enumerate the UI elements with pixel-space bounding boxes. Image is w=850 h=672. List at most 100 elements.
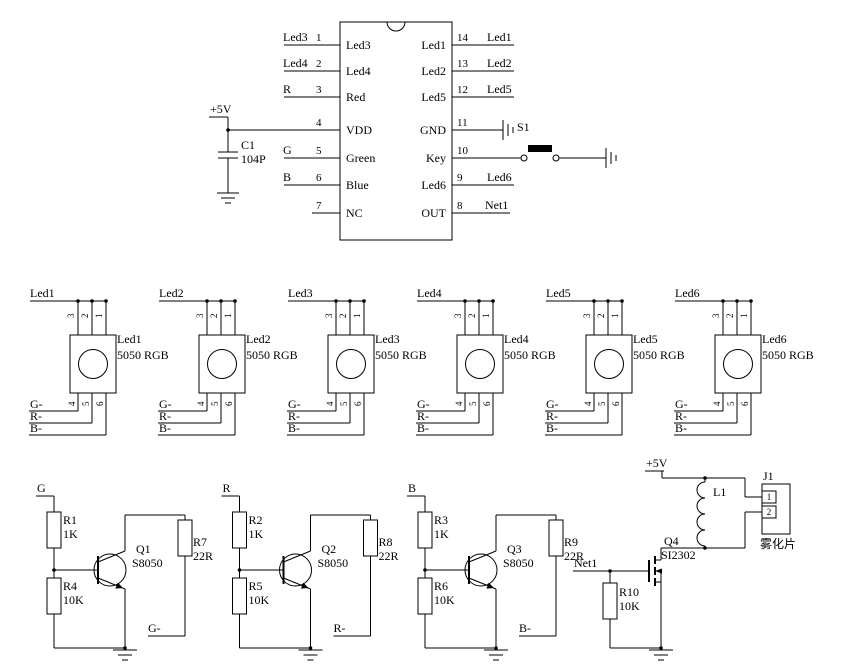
led-type: 5050 RGB bbox=[246, 348, 298, 362]
junction-dot bbox=[308, 646, 313, 650]
pin-number: 4 bbox=[712, 401, 722, 406]
junction-dot bbox=[749, 299, 753, 303]
net-label: R bbox=[283, 82, 291, 96]
resistor-ref: R4 bbox=[63, 579, 77, 593]
led-wires bbox=[287, 300, 365, 436]
pin-number: 2 bbox=[209, 314, 219, 319]
pin-number: 4 bbox=[583, 401, 593, 406]
ground-symbol bbox=[113, 649, 137, 661]
pin-number: 11 bbox=[457, 117, 468, 129]
resistor-body bbox=[177, 519, 193, 557]
pin-number: 12 bbox=[457, 84, 468, 96]
cathode-net-label: G- bbox=[288, 397, 301, 411]
pin-name: Led4 bbox=[346, 64, 371, 78]
cathode-net-label: G- bbox=[546, 397, 559, 411]
pin-number: 4 bbox=[454, 401, 464, 406]
pin-number: 6 bbox=[353, 401, 363, 406]
net-label: G bbox=[283, 143, 292, 157]
led-package bbox=[456, 334, 504, 394]
net-label: Net1 bbox=[574, 556, 597, 570]
resistor-ref: R2 bbox=[249, 513, 263, 527]
pin-name: Led5 bbox=[421, 90, 446, 104]
pin-number: 4 bbox=[325, 401, 335, 406]
ground-symbol bbox=[605, 148, 617, 168]
junction-dot bbox=[90, 299, 94, 303]
pin-number: 6 bbox=[611, 401, 621, 406]
pin-name: NC bbox=[346, 206, 363, 220]
led-net-label: Led1 bbox=[30, 286, 55, 300]
pin-number: 5 bbox=[316, 145, 322, 157]
ic-body bbox=[339, 21, 453, 241]
junction-dot bbox=[76, 299, 80, 303]
resistor-value: 10K bbox=[249, 593, 270, 607]
ground-symbol bbox=[502, 120, 514, 140]
junction-dot bbox=[659, 646, 663, 650]
emitter-arrow bbox=[300, 582, 309, 589]
led-type: 5050 RGB bbox=[375, 348, 427, 362]
npn-transistor-symbol bbox=[279, 550, 312, 590]
input-net-label: R bbox=[223, 481, 231, 495]
junction-dot bbox=[52, 568, 56, 572]
led-net-label: Led2 bbox=[159, 286, 184, 300]
driver-wires bbox=[407, 495, 557, 650]
net-label: B bbox=[283, 170, 291, 184]
transistor-value: S8050 bbox=[503, 556, 534, 570]
output-net-label: B- bbox=[519, 621, 531, 635]
cathode-net-label: G- bbox=[159, 397, 172, 411]
input-net-label: G bbox=[37, 481, 46, 495]
pin-name: VDD bbox=[346, 123, 372, 137]
led-lens bbox=[465, 349, 495, 379]
net-label: Led3 bbox=[283, 30, 308, 44]
resistor-body bbox=[232, 511, 247, 549]
ground-symbol bbox=[484, 649, 508, 661]
junction-dot bbox=[423, 568, 427, 572]
transistor-driver-unit: B R3 1K R6 10K bbox=[407, 481, 584, 661]
junction-dot bbox=[620, 299, 624, 303]
pin-name: Blue bbox=[346, 178, 369, 192]
pin-number: 1 bbox=[481, 314, 491, 319]
led-lens bbox=[207, 349, 237, 379]
led-type: 5050 RGB bbox=[117, 348, 169, 362]
ic-pin-wires bbox=[228, 44, 606, 214]
pin-number: 7 bbox=[316, 200, 322, 212]
pin-number: 10 bbox=[457, 145, 469, 157]
button-cap bbox=[528, 145, 552, 152]
switch-contact bbox=[520, 154, 528, 162]
cathode-net-label: R- bbox=[417, 409, 429, 423]
resistor-body bbox=[363, 519, 378, 557]
pushbutton-s1 bbox=[520, 145, 560, 162]
resistor-value: 10K bbox=[434, 593, 455, 607]
transistor-ref: Q1 bbox=[136, 542, 151, 556]
pin-name: Red bbox=[346, 90, 365, 104]
junction-dot bbox=[606, 299, 610, 303]
driver-wires bbox=[36, 495, 186, 650]
pin-number: 5 bbox=[339, 401, 349, 406]
resistor-body bbox=[417, 577, 433, 615]
resistor-value: 22R bbox=[379, 549, 399, 563]
junction-dot bbox=[104, 299, 108, 303]
connector-j1: J1 1 2 雾化片 bbox=[760, 469, 796, 551]
cathode-net-label: R- bbox=[288, 409, 300, 423]
resistor-body bbox=[417, 511, 433, 549]
led-lens bbox=[594, 349, 624, 379]
led-section: Led1 3 2 1 4 5 6 Le bbox=[29, 286, 814, 436]
led-lens bbox=[336, 349, 366, 379]
resistor-body bbox=[548, 519, 564, 557]
rgb-led-unit: Led3 3 2 1 4 5 6 Le bbox=[287, 286, 427, 436]
junction-dot bbox=[608, 569, 612, 573]
pin-name: Led6 bbox=[421, 178, 446, 192]
transistor-driver-unit: G R1 1K R4 10K bbox=[36, 481, 213, 661]
driver-wires bbox=[221, 495, 371, 650]
pin-number: 1 bbox=[94, 314, 104, 319]
pin-name: Led1 bbox=[421, 38, 446, 52]
resistor-ref: R9 bbox=[564, 535, 578, 549]
ground-symbol bbox=[298, 649, 323, 661]
cathode-net-label: G- bbox=[675, 397, 688, 411]
pin-number: 2 bbox=[80, 314, 90, 319]
junction-dot bbox=[463, 299, 467, 303]
rgb-led-unit: Led1 3 2 1 4 5 6 Le bbox=[29, 286, 169, 436]
pin-number: 2 bbox=[725, 314, 735, 319]
led-package bbox=[327, 334, 375, 394]
pin-name: GND bbox=[420, 123, 446, 137]
driver-section: G R1 1K R4 10K bbox=[36, 481, 584, 661]
